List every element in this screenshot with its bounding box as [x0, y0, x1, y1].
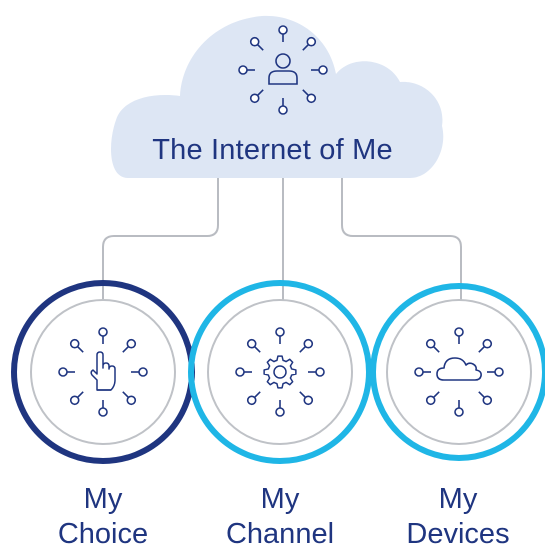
cloud-shape — [111, 15, 444, 179]
spoke-node — [275, 327, 285, 337]
spoke-node — [425, 395, 436, 406]
spoke-node — [425, 338, 436, 349]
spoke-node — [98, 407, 108, 417]
spoke-node — [275, 407, 285, 417]
spoke-line — [253, 345, 261, 353]
label-line2: Choice — [57, 518, 149, 550]
spoke-node — [315, 367, 325, 377]
spoke-node — [235, 367, 245, 377]
spoke-line — [253, 391, 261, 399]
spoke-node — [278, 25, 288, 35]
spoke-line — [299, 345, 307, 353]
spoke-node — [58, 367, 68, 377]
circle-my-choice — [11, 280, 195, 464]
spoke-line — [122, 391, 130, 399]
cloud-outline — [436, 357, 482, 381]
hand-outline — [90, 351, 116, 391]
spoke-line — [432, 391, 440, 399]
spoke-node — [138, 367, 148, 377]
spoke-line — [302, 89, 310, 97]
circle-my-devices — [370, 283, 545, 461]
spoke-node — [238, 65, 248, 75]
spoke-node — [482, 338, 493, 349]
spoke-node — [303, 338, 314, 349]
label-line1: My — [83, 483, 123, 515]
person-hub-icon — [238, 25, 328, 115]
inner-ring — [30, 299, 176, 445]
label-line1: My — [260, 483, 300, 515]
spoke-node — [454, 327, 464, 337]
spoke-node — [306, 93, 317, 104]
spoke-node — [69, 338, 80, 349]
gear-outline — [263, 355, 297, 389]
hand-pointer-icon — [58, 327, 148, 417]
inner-ring — [207, 299, 353, 445]
label-line2: Devices — [406, 518, 510, 550]
outer-ring — [11, 280, 195, 464]
label-my-channel: My Channel — [205, 482, 355, 552]
spoke-node — [249, 93, 260, 104]
spoke-line — [76, 345, 84, 353]
spoke-line — [478, 345, 486, 353]
spoke-node — [414, 367, 424, 377]
spoke-node — [98, 327, 108, 337]
cloud-icon — [414, 327, 504, 417]
spoke-node — [494, 367, 504, 377]
spoke-node — [306, 36, 317, 47]
connector-choice — [102, 178, 219, 300]
label-line1: My — [438, 483, 478, 515]
spoke-node — [249, 36, 260, 47]
circle-my-channel — [188, 280, 372, 464]
spoke-node — [318, 65, 328, 75]
spoke-line — [122, 345, 130, 353]
connector-lines — [102, 178, 462, 300]
label-line2: Channel — [225, 518, 335, 550]
gear-hub — [273, 365, 287, 379]
spoke-node — [126, 338, 137, 349]
spoke-line — [432, 345, 440, 353]
person-head — [275, 53, 291, 69]
outer-ring — [188, 280, 372, 464]
person-body — [268, 70, 298, 85]
spoke-line — [76, 391, 84, 399]
spoke-line — [302, 43, 310, 51]
inner-ring — [386, 299, 532, 445]
spoke-node — [303, 395, 314, 406]
spoke-node — [482, 395, 493, 406]
spoke-line — [299, 391, 307, 399]
spoke-line — [256, 43, 264, 51]
spoke-node — [69, 395, 80, 406]
spoke-line — [478, 391, 486, 399]
gear-icon — [235, 327, 325, 417]
spoke-node — [246, 395, 257, 406]
spoke-node — [246, 338, 257, 349]
label-my-choice: My Choice — [28, 482, 178, 552]
spoke-line — [256, 89, 264, 97]
spoke-node — [278, 105, 288, 115]
label-my-devices: My Devices — [383, 482, 533, 552]
outer-ring — [370, 283, 545, 461]
connector-devices — [341, 178, 462, 300]
spoke-node — [126, 395, 137, 406]
spoke-node — [454, 407, 464, 417]
cloud-title: The Internet of Me — [152, 134, 393, 166]
